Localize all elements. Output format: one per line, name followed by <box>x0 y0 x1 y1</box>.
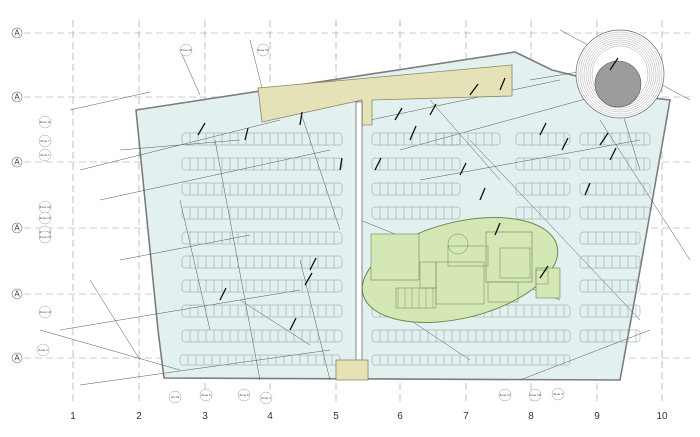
central-pavilion <box>361 217 561 323</box>
parking-stalls <box>179 132 651 366</box>
stall-row <box>579 304 641 318</box>
zone-tag: Zone 10 <box>38 305 52 319</box>
stall-row <box>579 329 641 343</box>
zone-tag: Zone 13 <box>38 211 52 225</box>
svg-text:Zone 6: Zone 6 <box>201 393 211 397</box>
zone-tag: Zone 15 <box>256 43 270 57</box>
service-core-south <box>335 359 369 381</box>
svg-text:Zone 16: Zone 16 <box>180 48 191 52</box>
grid-row-label: A <box>11 156 23 168</box>
stall-row <box>181 157 343 171</box>
zone-tag: Zone 2 <box>36 343 50 357</box>
zone-tag: Zone 3 <box>551 387 565 401</box>
svg-text:A: A <box>14 29 20 38</box>
zone-tag: Zone 15 <box>38 230 52 244</box>
grid-column-label: 10 <box>656 411 668 422</box>
stall-row <box>579 279 641 293</box>
stall-row <box>579 206 651 220</box>
stall-row <box>579 231 641 245</box>
zone-tag: Zone 6 <box>199 388 213 402</box>
zone-tag: Zone 18 <box>528 388 542 402</box>
stall-row <box>515 206 571 220</box>
grid-row-label: A <box>11 352 23 364</box>
svg-text:A: A <box>14 354 20 363</box>
service-core-north <box>257 64 513 126</box>
zone-tag: Zone 17 <box>498 388 512 402</box>
stall-row <box>181 304 343 318</box>
stall-row <box>371 329 571 343</box>
stall-row <box>579 182 651 196</box>
grid-column-label: 2 <box>136 411 142 422</box>
survey-rays <box>39 29 691 386</box>
zone-tag: Zone 1 <box>38 148 52 162</box>
stall-row <box>181 255 343 269</box>
grid-column-label: 9 <box>594 411 600 422</box>
zone-tag: Zone 7 <box>38 134 52 148</box>
zone-tag: Zone 12 <box>38 200 52 214</box>
stall-row <box>181 132 343 146</box>
direction-arrows <box>197 57 619 331</box>
svg-text:Zone 13: Zone 13 <box>39 216 50 220</box>
grid-column-label: 6 <box>397 411 403 422</box>
zone-tags: Zone 16 Zone 15 Zone 11 Zone 7 Zone 1 Zone 12… <box>36 43 565 405</box>
stall-row <box>181 279 343 293</box>
stall-row <box>515 182 571 196</box>
svg-text:Zone 3: Zone 3 <box>553 392 563 396</box>
svg-text:Zone 5: Zone 5 <box>239 393 249 397</box>
stall-row <box>515 157 571 171</box>
grid-row-label: A <box>11 288 23 300</box>
stall-row <box>371 206 461 220</box>
svg-text:Zone 11: Zone 11 <box>40 120 51 124</box>
stall-row <box>579 255 641 269</box>
zone-tag: pin 03 <box>168 390 182 404</box>
stall-row <box>371 354 571 366</box>
stall-row <box>181 231 343 245</box>
svg-text:Zone 10: Zone 10 <box>39 310 50 314</box>
svg-text:Zone 18: Zone 18 <box>529 393 540 397</box>
stall-row <box>181 182 343 196</box>
svg-text:Zone 2: Zone 2 <box>38 348 48 352</box>
grid-column-label: 3 <box>202 411 208 422</box>
central-spine <box>355 101 363 361</box>
svg-text:A: A <box>14 158 20 167</box>
zone-tag: Zone 11 <box>38 115 52 129</box>
grid-column-label: 7 <box>463 411 469 422</box>
stall-row <box>181 329 343 343</box>
svg-text:Zone 12: Zone 12 <box>39 205 50 209</box>
stall-row <box>435 132 501 146</box>
svg-text:Zone 15: Zone 15 <box>257 48 268 52</box>
grid-row-label: A <box>11 27 23 39</box>
grid-row-label: A <box>11 91 23 103</box>
svg-text:Zone 1: Zone 1 <box>40 153 50 157</box>
grid-column-label: 4 <box>267 411 273 422</box>
svg-text:pin 03: pin 03 <box>171 395 180 399</box>
svg-text:Zone 17: Zone 17 <box>499 393 510 397</box>
grid-column-label: 1 <box>70 411 76 422</box>
stall-row <box>579 157 651 171</box>
grid-row-label: A <box>11 222 23 234</box>
zone-tag: Zone 5 <box>237 388 251 402</box>
zone-tag: Zone 16 <box>179 43 193 57</box>
svg-text:Zone 7: Zone 7 <box>40 139 50 143</box>
zone-tag: Zone 4 <box>259 391 273 405</box>
grid-bubbles: 1 2 3 4 5 6 7 8 9 10 A A A A A A <box>11 27 668 422</box>
grid-column-label: 5 <box>333 411 339 422</box>
circular-ramp <box>575 29 665 119</box>
svg-text:A: A <box>14 224 20 233</box>
stall-row <box>371 182 461 196</box>
stall-row <box>179 354 341 366</box>
stall-row <box>515 132 571 146</box>
stall-row <box>181 206 343 220</box>
svg-text:A: A <box>14 290 20 299</box>
svg-text:Zone 4: Zone 4 <box>261 396 271 400</box>
grid-column-label: 8 <box>528 411 534 422</box>
svg-text:Zone 15: Zone 15 <box>39 235 50 239</box>
svg-text:A: A <box>14 93 20 102</box>
